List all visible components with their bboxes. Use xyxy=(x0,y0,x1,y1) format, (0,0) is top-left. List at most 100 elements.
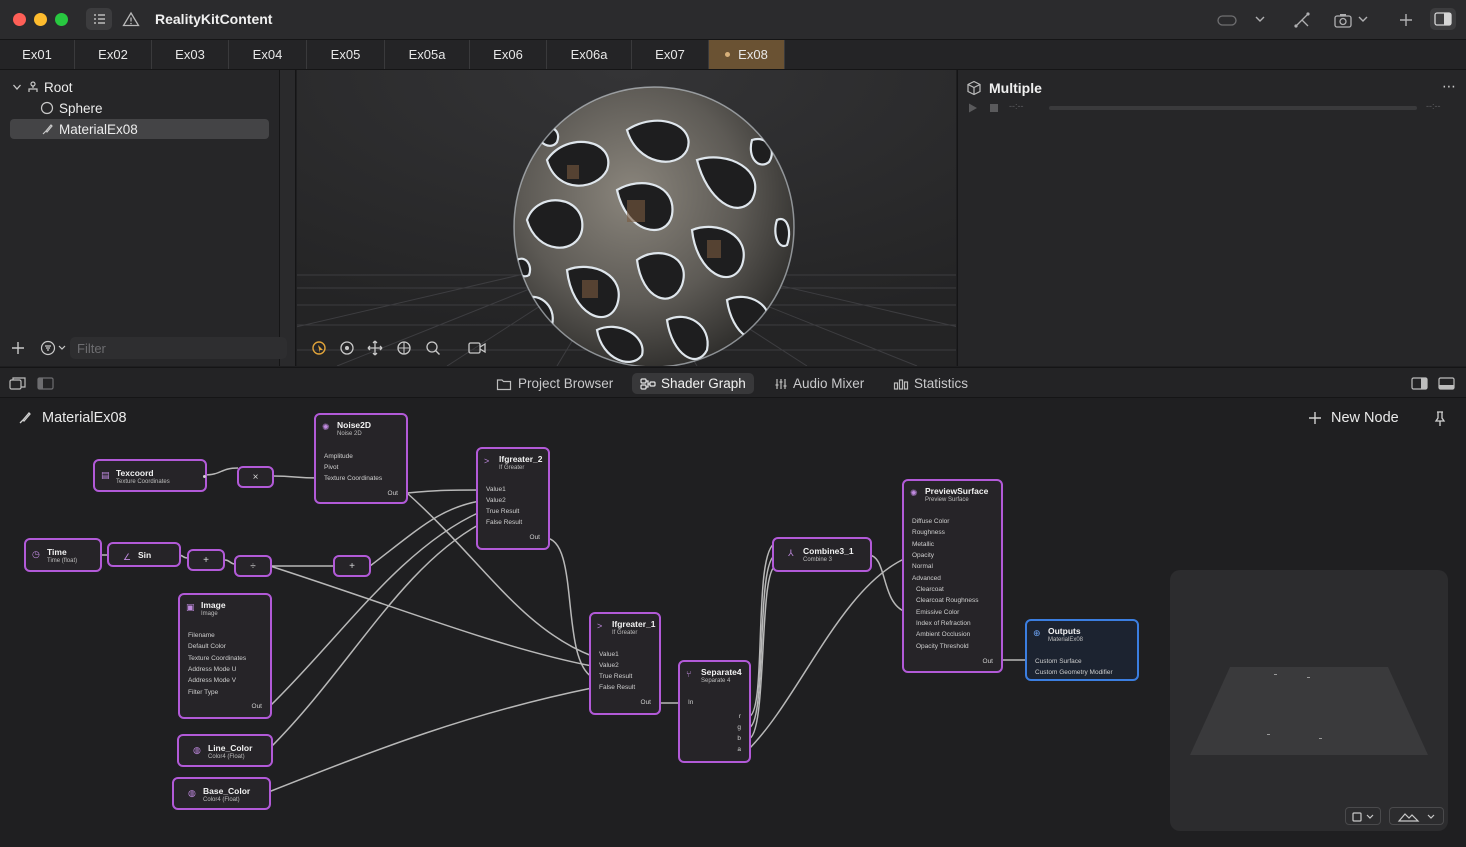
output-port[interactable] xyxy=(203,475,206,478)
disclosure-chevron-icon[interactable] xyxy=(12,82,22,92)
tree-item-sphere[interactable]: Sphere xyxy=(40,98,103,118)
warning-icon[interactable] xyxy=(122,11,140,27)
viewport-scene xyxy=(297,70,956,366)
input-port-label: False Result xyxy=(599,684,636,691)
square-icon xyxy=(1352,812,1374,822)
panel-bottom-icon[interactable] xyxy=(1438,376,1456,392)
tab-ex05a[interactable]: Ex05a xyxy=(385,40,470,69)
windows-icon[interactable] xyxy=(9,376,27,392)
play-icon[interactable] xyxy=(968,103,978,113)
sidebar-right-icon[interactable] xyxy=(1411,376,1429,392)
zoom-window-button[interactable] xyxy=(55,13,68,26)
plus-icon: + xyxy=(349,560,355,572)
tab-ex05[interactable]: Ex05 xyxy=(307,40,385,69)
stop-icon[interactable] xyxy=(989,103,999,113)
filter-field[interactable]: Filter xyxy=(70,337,287,359)
chevron-down-icon[interactable] xyxy=(1357,14,1369,24)
material-preview[interactable] xyxy=(1170,570,1448,831)
preview-environment-menu[interactable] xyxy=(1389,807,1444,825)
filter-menu-icon[interactable] xyxy=(40,340,68,356)
node-graph-icon xyxy=(640,377,656,390)
tree-item-root[interactable]: Root xyxy=(12,77,73,97)
inspector-toggle-button[interactable] xyxy=(1430,8,1456,30)
sidebar-right-icon xyxy=(1434,12,1452,26)
tree-item-material[interactable]: MaterialEx08 xyxy=(10,119,269,139)
tab-label: Project Browser xyxy=(518,376,614,391)
graph-connections xyxy=(100,467,1030,794)
transform-icon[interactable] xyxy=(1292,10,1312,30)
outline-scroll-track[interactable] xyxy=(280,70,296,366)
input-port-label: Value2 xyxy=(486,497,506,504)
node-subtitle: Separate 4 xyxy=(701,678,731,684)
node-divide[interactable]: ÷ xyxy=(234,555,272,577)
output-port-label: g xyxy=(737,724,741,731)
tab-ex08[interactable]: Ex08 xyxy=(709,40,785,69)
pan-tool-icon[interactable] xyxy=(367,340,383,356)
tab-statistics[interactable]: Statistics xyxy=(885,373,976,394)
sidebar-left-icon[interactable] xyxy=(37,376,55,392)
node-subtitle: Texture Coordinates xyxy=(116,479,170,485)
node-multiply[interactable]: × xyxy=(237,466,274,488)
select-tool-icon[interactable] xyxy=(311,340,327,356)
node-title: Time xyxy=(47,547,67,557)
new-node-button[interactable]: New Node xyxy=(1307,410,1399,426)
plus-icon[interactable] xyxy=(10,340,26,356)
cube-icon xyxy=(967,80,981,96)
filter-placeholder: Filter xyxy=(77,341,106,356)
input-port-label: Texture Coordinates xyxy=(188,655,247,662)
tab-ex03[interactable]: Ex03 xyxy=(152,40,229,69)
tab-project-browser[interactable]: Project Browser xyxy=(488,373,621,394)
editor-tab-bar: Project Browser Shader Graph Audio Mixer… xyxy=(0,367,1466,398)
input-port-label: Address Mode V xyxy=(188,677,237,684)
tab-audio-mixer[interactable]: Audio Mixer xyxy=(766,373,872,394)
sphere-model[interactable] xyxy=(513,86,795,366)
node-add[interactable]: + xyxy=(333,555,371,577)
vision-pro-icon[interactable] xyxy=(1216,12,1238,28)
close-window-button[interactable] xyxy=(13,13,26,26)
playback-scrubber[interactable] xyxy=(1049,106,1417,110)
sidebar-toggle-button[interactable] xyxy=(86,8,112,30)
3d-viewport[interactable] xyxy=(297,70,956,366)
output-port-label: Out xyxy=(387,490,398,497)
tab-label: Ex06a xyxy=(570,47,608,62)
node-add[interactable]: + xyxy=(187,549,225,571)
node-title: PreviewSurface xyxy=(925,486,989,496)
tab-ex06[interactable]: Ex06 xyxy=(470,40,547,69)
folder-icon xyxy=(496,378,512,390)
orbit-tool-icon[interactable] xyxy=(339,340,355,356)
chevron-down-icon[interactable] xyxy=(1254,14,1266,24)
node-subtitle: Image xyxy=(201,611,218,617)
plus-icon[interactable] xyxy=(1398,12,1414,28)
camera-icon[interactable] xyxy=(1333,11,1353,29)
minimize-window-button[interactable] xyxy=(34,13,47,26)
node-sin[interactable]: ∠Sin xyxy=(107,542,181,567)
more-options-icon[interactable]: ⋯ xyxy=(1442,78,1457,94)
tab-ex07[interactable]: Ex07 xyxy=(632,40,709,69)
pin-icon[interactable] xyxy=(1433,410,1447,428)
node-title: Texcoord xyxy=(116,468,154,478)
preview-shape-menu[interactable] xyxy=(1345,807,1381,825)
tab-ex04[interactable]: Ex04 xyxy=(229,40,307,69)
tab-shader-graph[interactable]: Shader Graph xyxy=(632,373,754,394)
tab-ex02[interactable]: Ex02 xyxy=(75,40,152,69)
dolly-tool-icon[interactable] xyxy=(396,340,412,356)
tab-ex06a[interactable]: Ex06a xyxy=(547,40,632,69)
tab-label: Ex05 xyxy=(330,47,361,62)
multiply-icon: × xyxy=(252,471,259,483)
camera-view-icon[interactable] xyxy=(467,340,487,356)
zoom-tool-icon[interactable] xyxy=(425,340,441,356)
section-label[interactable]: Advanced xyxy=(912,575,941,582)
tab-ex01[interactable]: Ex01 xyxy=(0,40,75,69)
